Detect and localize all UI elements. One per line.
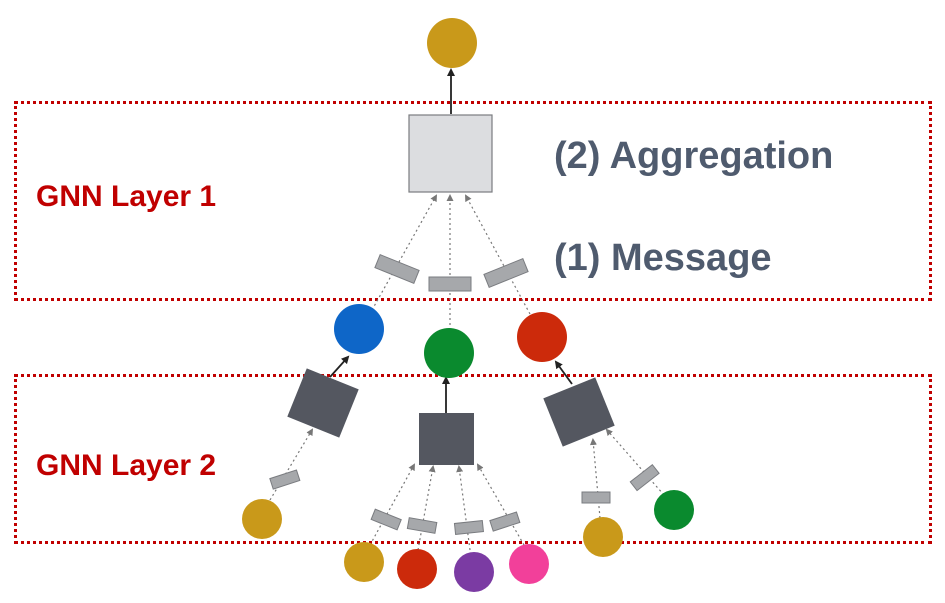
aggregator-green [419,413,474,465]
node-red [517,312,567,362]
gnn-layer-2-box [14,374,932,544]
edge-purple-to-green-agg [456,465,471,551]
message-box-blue [374,253,420,285]
message-box-green [428,276,472,292]
message-box-purple [453,520,484,535]
edge-pink-to-green-agg [477,463,525,546]
message-box-green-right [629,463,660,492]
edge-red-agg-to-red [554,360,573,385]
message-box-gold-left [269,469,301,490]
node-pink [509,544,549,584]
edge-gold-left-to-blue-agg [269,428,314,501]
node-red-bottom [397,549,437,589]
node-purple [454,552,494,592]
message-box-gold-bottom [370,508,402,531]
node-green-right [654,490,694,530]
gnn-layer-1-label: GNN Layer 1 [36,180,217,213]
edge-red-bottom-to-green-agg [417,465,436,551]
node-gold-left [242,499,282,539]
node-green [424,328,474,378]
edge-red-to-top-agg [465,194,531,315]
node-gold-bottom [344,542,384,582]
node-target-gold [427,18,477,68]
node-gold-right [583,517,623,557]
edge-gold-bottom-to-green-agg [369,463,415,546]
gnn-layer-2-label: GNN Layer 2 [36,449,217,482]
gnn-layer-1-box [14,101,932,301]
aggregator-red [543,377,615,447]
aggregation-step-label: (2) Aggregation [554,135,834,177]
message-box-pink [489,511,521,532]
aggregator-blue [287,368,359,438]
message-step-label: (1) Message [554,237,772,279]
edge-blue-to-top-agg [371,194,437,311]
edge-blue-agg-to-blue [329,355,350,378]
node-blue [334,304,384,354]
message-box-red-bottom [406,517,438,534]
message-box-gold-right [581,491,611,504]
edge-gold-right-to-red-agg [589,438,601,519]
aggregator-layer-1 [408,114,493,193]
message-box-red [483,257,529,289]
